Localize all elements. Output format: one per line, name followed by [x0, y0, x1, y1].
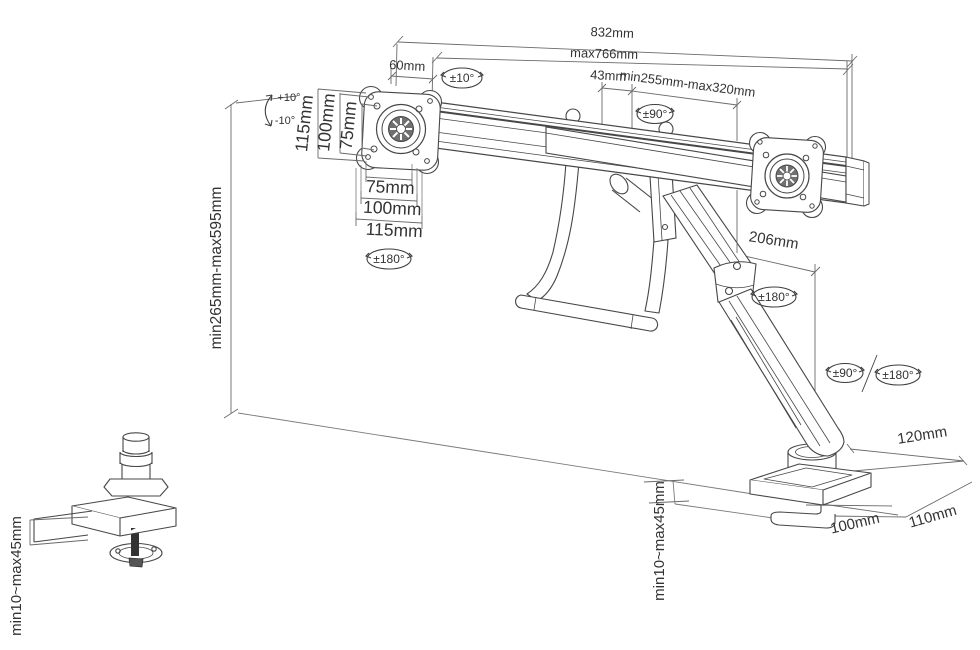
dim-desk-thickness-detail: min10~max45mm: [8, 516, 25, 636]
rail-mount-bracket: [609, 171, 677, 243]
rail-end-cap: [845, 156, 865, 207]
dim-arm-length: 206mm: [748, 228, 800, 253]
screw: [724, 286, 734, 296]
vesa-hub: [375, 103, 427, 155]
badge-swivel-top: ±90°: [635, 103, 675, 125]
vesa-hub: [764, 153, 810, 199]
badge-label: ±90°: [643, 107, 668, 121]
desk-clamp-base: [672, 463, 872, 529]
detail-dimension: [29, 516, 89, 546]
vesa-plate-left: [355, 85, 443, 175]
rotation-badges: ±10° ±90° ±180° ±180° ±90° ±180°: [365, 67, 922, 393]
label-tilt-up: +10°: [277, 92, 300, 104]
bolt-nut: [128, 557, 144, 568]
badge-label: ±180°: [373, 252, 405, 266]
dim-clamp-width: 100mm: [829, 510, 882, 538]
clamp-detail: [29, 432, 177, 568]
badge-swivel-base: ±90°: [825, 362, 865, 384]
badge-rail-tilt: ±10°: [440, 67, 484, 89]
dim-slider-range: min255mm-max320mm: [619, 67, 756, 100]
badge-label: ±180°: [758, 290, 790, 304]
vesa-screw-holes: [754, 139, 818, 209]
dim-base-width: 110mm: [907, 502, 959, 532]
lower-arm: [718, 288, 845, 457]
screw: [661, 223, 669, 231]
dim-desk-thickness: min10~max45mm: [651, 481, 668, 601]
badge-label: ±90°: [833, 366, 858, 380]
clamp-jaw: [770, 505, 836, 529]
vesa-dimension-brackets: [317, 88, 423, 229]
vesa-screw-holes: [365, 94, 433, 164]
screw: [732, 261, 742, 271]
bolt-rod: [131, 528, 139, 556]
label-tilt-down: -10°: [275, 115, 295, 127]
desk-slab: [672, 480, 774, 519]
vesa-plate-right: [745, 131, 827, 219]
collar: [103, 478, 169, 497]
dim-total-width: 832mm: [590, 24, 634, 41]
dim-slider-offset: 43mm: [590, 67, 627, 84]
badge-rotate-mid: ±180°: [750, 286, 798, 308]
badge-rotate-base: ±180°: [874, 364, 922, 386]
dim-vesa-h115: 115mm: [365, 219, 423, 241]
dim-vesa-h75: 75mm: [366, 176, 415, 198]
tilt-arc-icon: [264, 94, 273, 127]
dim-vesa-h100: 100mm: [363, 197, 422, 220]
slide-plate: [33, 510, 93, 543]
badge-label: ±10°: [450, 71, 475, 85]
dim-max-width: max766mm: [570, 45, 638, 62]
dim-base-depth: 120mm: [896, 423, 948, 448]
dim-height-range: min265mm-max595mm: [208, 187, 225, 350]
dim-vesa-v75: 75mm: [336, 100, 361, 150]
badge-label: ±180°: [882, 368, 914, 382]
badge-rotate-left: ±180°: [365, 248, 413, 270]
handle-bracket: [515, 161, 669, 332]
slash-divider: [861, 354, 878, 393]
dim-left-offset: 60mm: [389, 57, 426, 74]
